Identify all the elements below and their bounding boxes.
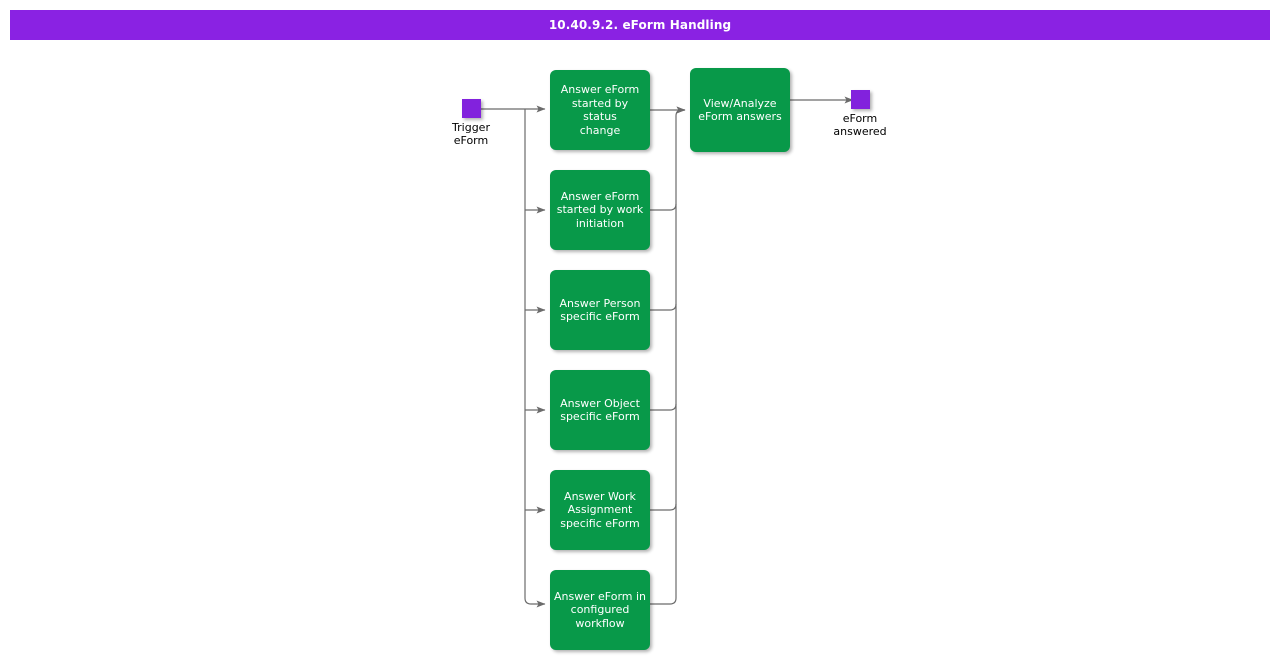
node-answer-object-specific-eform[interactable]: Answer Object specific eForm: [550, 370, 650, 450]
node-eform-answered-label: eForm answered: [833, 112, 887, 138]
node-answer-person-specific-eform[interactable]: Answer Person specific eForm: [550, 270, 650, 350]
edge-box4-to-collector: [650, 403, 677, 411]
node-answer-eform-started-by-work-initiation[interactable]: Answer eForm started by work initiation: [550, 170, 650, 250]
node-view-analyze-eform-answers[interactable]: View/Analyze eForm answers: [690, 68, 790, 152]
node-answer-eform-in-configured-workflow-label: Answer eForm in configured workflow: [554, 589, 647, 630]
node-answer-eform-in-configured-workflow[interactable]: Answer eForm in configured workflow: [550, 570, 650, 650]
node-answer-work-assignment-specific-eform[interactable]: Answer Work Assignment specific eForm: [550, 470, 650, 550]
node-trigger-eform[interactable]: Trigger eForm: [441, 99, 501, 147]
edge-box2-to-collector: [650, 203, 677, 211]
node-trigger-eform-label: Trigger eForm: [452, 121, 490, 147]
edge-bus-left-to-box6: [524, 109, 546, 608]
edge-bus-right-to-merge: [650, 106, 686, 605]
edge-box5-to-collector: [650, 503, 677, 511]
page-title: 10.40.9.2. eForm Handling: [548, 18, 732, 32]
node-view-analyze-eform-answers-label: View/Analyze eForm answers: [698, 96, 782, 124]
node-eform-answered[interactable]: eForm answered: [830, 90, 890, 138]
terminator-square-icon: [850, 90, 870, 109]
node-answer-object-specific-eform-label: Answer Object specific eForm: [560, 396, 640, 424]
node-answer-work-assignment-specific-eform-label: Answer Work Assignment specific eForm: [560, 489, 640, 530]
node-answer-person-specific-eform-label: Answer Person specific eForm: [559, 296, 641, 324]
terminator-square-icon: [461, 99, 481, 118]
page-title-banner: 10.40.9.2. eForm Handling: [10, 10, 1270, 40]
node-answer-eform-started-by-status-change-label: Answer eForm started by status change: [560, 83, 640, 137]
edge-box3-to-collector: [650, 303, 677, 311]
node-answer-eform-started-by-status-change[interactable]: Answer eForm started by status change: [550, 70, 650, 150]
node-answer-eform-started-by-work-initiation-label: Answer eForm started by work initiation: [556, 189, 644, 230]
